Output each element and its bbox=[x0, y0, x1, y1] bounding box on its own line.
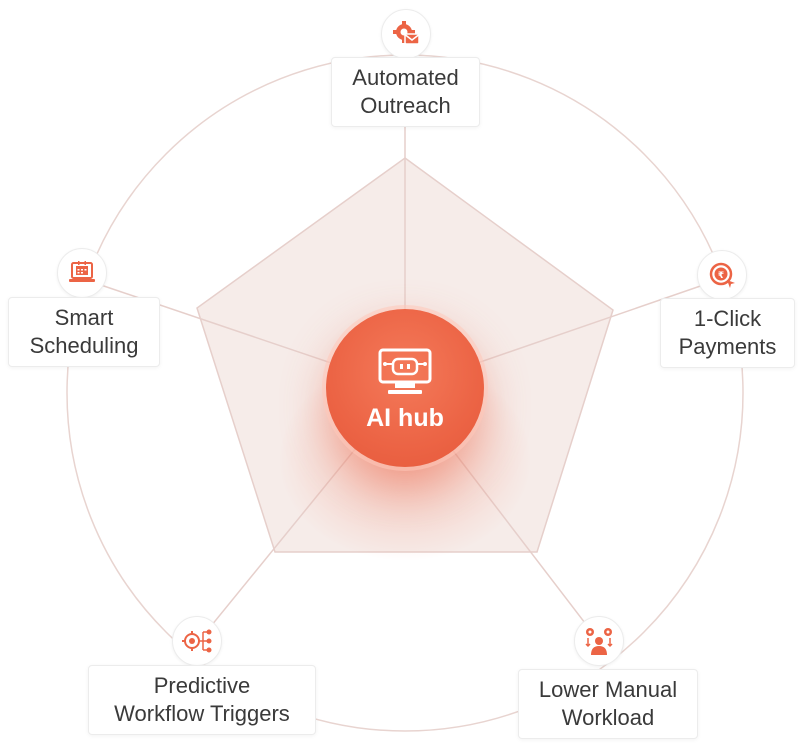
triggers-label: Predictive Workflow Triggers bbox=[88, 665, 316, 735]
payments-label: 1-Click Payments bbox=[660, 298, 795, 368]
hub-label: AI hub bbox=[366, 403, 444, 432]
scheduling-label: Smart Scheduling bbox=[8, 297, 160, 367]
outreach-icon-button[interactable] bbox=[381, 9, 431, 59]
laptop-calendar-icon bbox=[69, 261, 95, 282]
robot-monitor-icon bbox=[378, 348, 432, 394]
gear-mail-icon bbox=[393, 21, 420, 45]
outreach-label: Automated Outreach bbox=[331, 57, 480, 127]
ai-hub[interactable]: AI hub bbox=[326, 309, 484, 467]
triggers-icon-button[interactable] bbox=[172, 616, 222, 666]
workload-label: Lower Manual Workload bbox=[518, 669, 698, 739]
rupee-coin-click-icon: ₹ bbox=[709, 262, 735, 288]
svg-text:₹: ₹ bbox=[718, 271, 724, 281]
gear-flow-icon bbox=[182, 629, 212, 653]
person-gears-icon bbox=[585, 628, 613, 655]
scheduling-icon-button[interactable] bbox=[57, 248, 107, 298]
workload-icon-button[interactable] bbox=[574, 616, 624, 666]
payments-icon-button[interactable]: ₹ bbox=[697, 250, 747, 300]
